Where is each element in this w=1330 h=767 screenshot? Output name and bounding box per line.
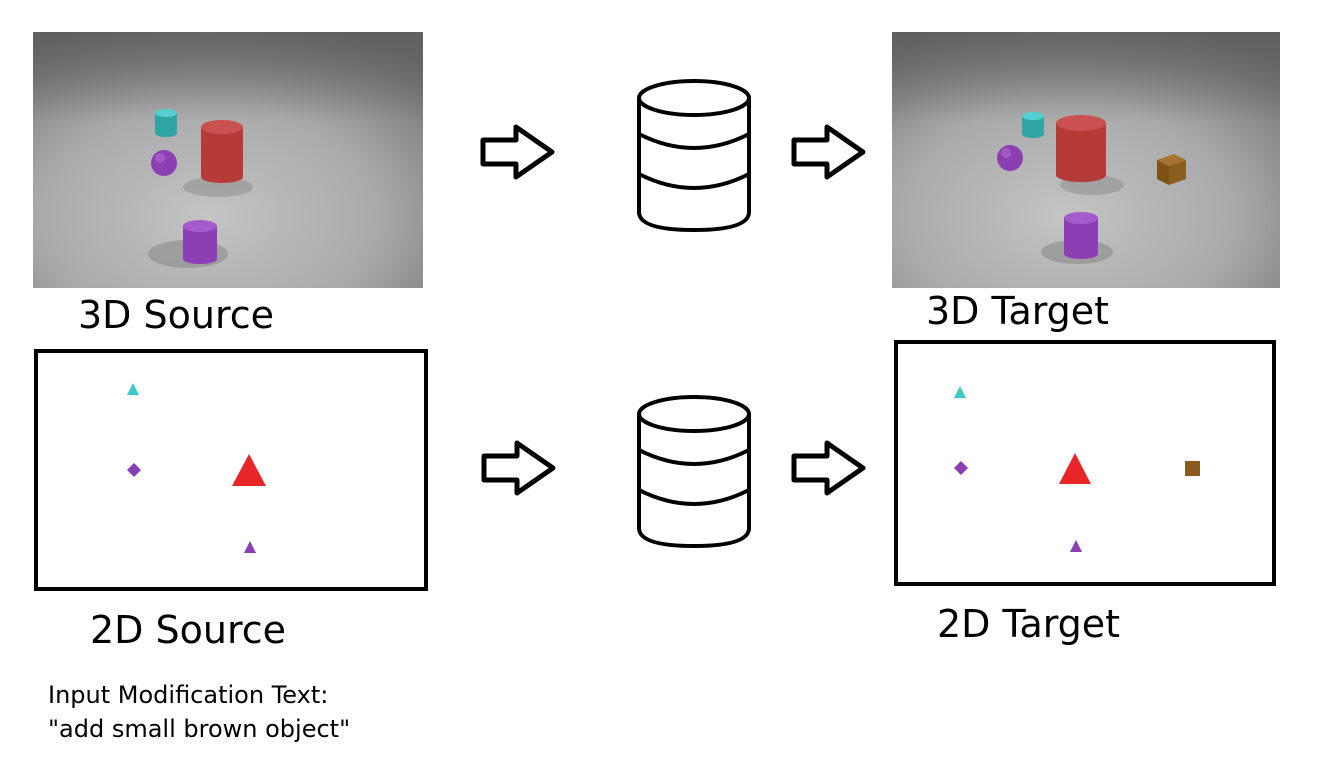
- arrow-top-right: [791, 124, 867, 180]
- cyan-triangle: [954, 386, 966, 398]
- modification-heading: Input Modification Text:: [48, 681, 329, 709]
- 3d-target-render: [892, 32, 1280, 288]
- right-arrow-outline-icon: [791, 440, 866, 496]
- purple-diamond: [954, 461, 968, 475]
- cyan-cylinder: [155, 109, 177, 137]
- red-triangle: [1059, 453, 1091, 484]
- 3d-target-label: 3D Target: [926, 289, 1110, 333]
- 2d-target-label: 2D Target: [937, 602, 1121, 646]
- database-cylinder-icon: [637, 395, 751, 549]
- database-bottom: [634, 392, 754, 552]
- database-cylinder-icon: [637, 79, 751, 233]
- right-arrow-outline-icon: [481, 440, 556, 496]
- 2d-source-label: 2D Source: [90, 608, 287, 652]
- red-triangle: [232, 454, 266, 486]
- arrow-bottom-left: [481, 440, 557, 496]
- right-arrow-outline-icon: [791, 124, 866, 180]
- brown-square: [1185, 461, 1200, 476]
- cyan-triangle: [127, 383, 139, 395]
- purple-sphere: [997, 145, 1023, 171]
- purple-triangle: [1070, 540, 1082, 552]
- red-cylinder: [1056, 115, 1106, 182]
- right-arrow-outline-icon: [480, 124, 555, 180]
- database-top: [634, 76, 754, 236]
- purple-diamond: [127, 463, 141, 477]
- brown-cube: [1157, 154, 1186, 185]
- arrow-bottom-right: [791, 440, 867, 496]
- cyan-cylinder: [1022, 112, 1044, 138]
- arrow-top-left: [480, 124, 556, 180]
- 2d-target-scene: [894, 340, 1276, 586]
- 3d-source-render: [33, 32, 423, 288]
- purple-sphere: [151, 150, 177, 176]
- purple-cylinder: [183, 220, 217, 264]
- modification-text: "add small brown object": [48, 714, 351, 743]
- purple-cylinder: [1064, 212, 1098, 259]
- purple-triangle: [244, 541, 256, 553]
- 3d-source-label: 3D Source: [78, 293, 275, 337]
- red-cylinder: [201, 120, 243, 183]
- 2d-source-scene: [34, 349, 428, 591]
- modification-caption: Input Modification Text: "add small brow…: [48, 679, 350, 746]
